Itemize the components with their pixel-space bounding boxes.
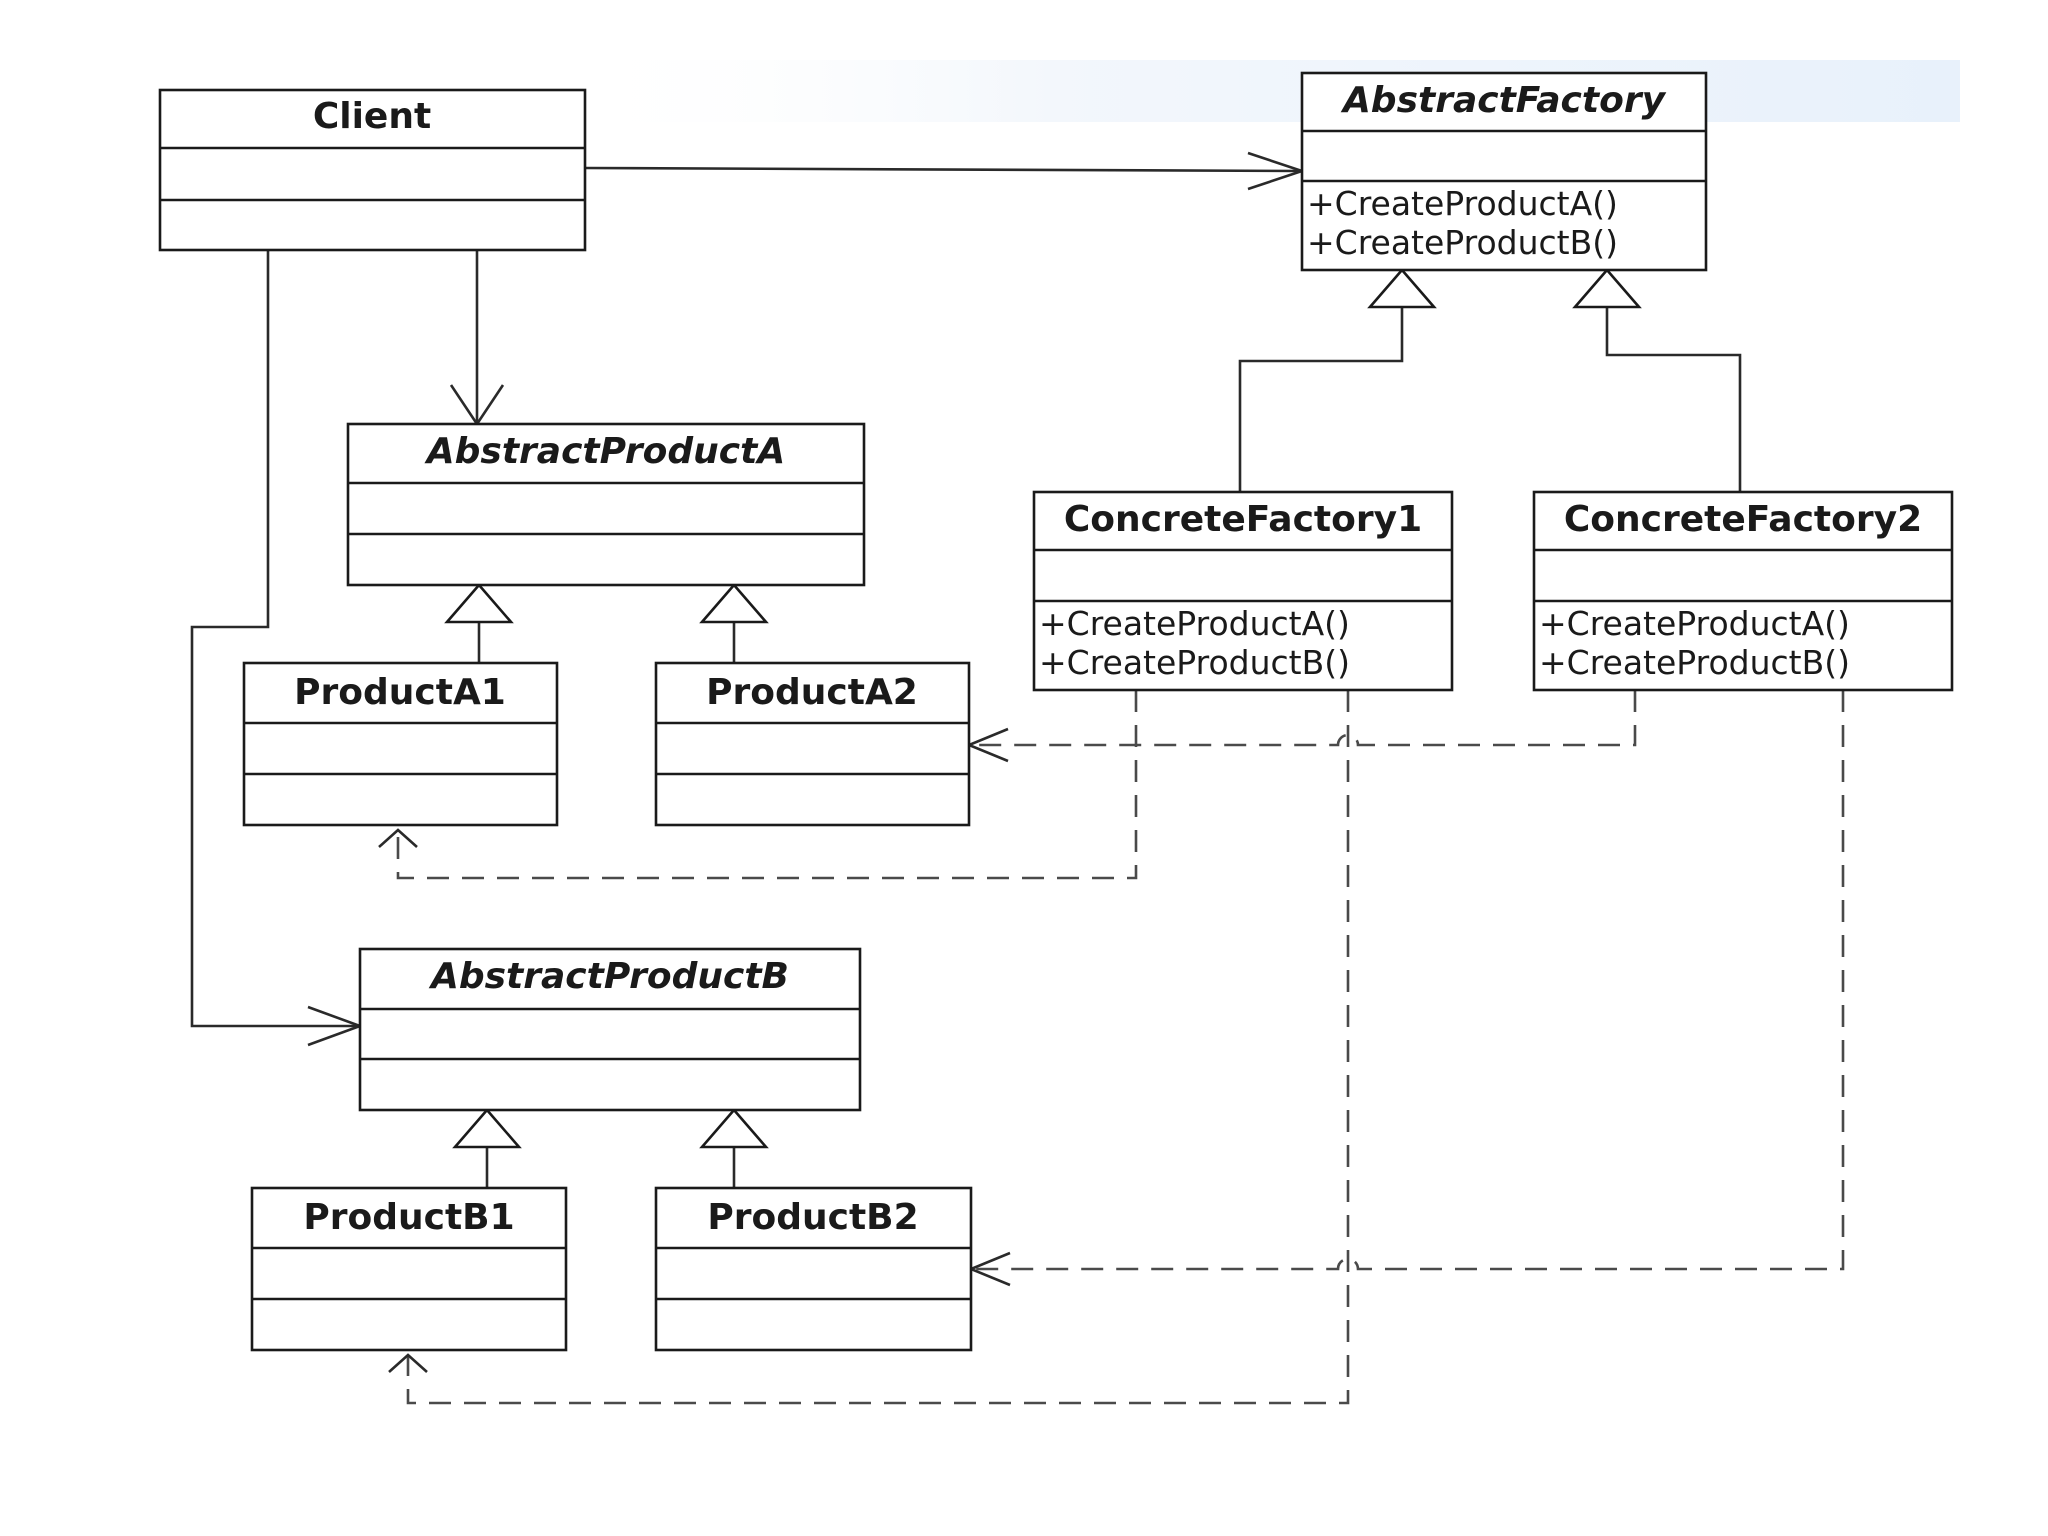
operation-create-product-b: +CreateProductB(): [1307, 223, 1618, 262]
class-abstract-product-b[interactable]: AbstractProductB: [358, 947, 862, 1112]
class-concrete-factory-1[interactable]: ConcreteFactory1 +CreateProductA() +Crea…: [1032, 490, 1454, 692]
class-name: ProductA2: [706, 672, 918, 713]
operation-create-product-b: +CreateProductB(): [1039, 643, 1350, 682]
class-name: AbstractProductB: [428, 956, 789, 997]
dependency-cf1-productb1: [406, 690, 1350, 1405]
operation-create-product-a: +CreateProductA(): [1307, 184, 1618, 223]
class-product-a2[interactable]: ProductA2: [654, 661, 971, 827]
generalization-cf2-abstractfactory: [1605, 307, 1742, 492]
arrowhead-productb1: [388, 1353, 428, 1373]
generalization-triangle-cf1: [1367, 268, 1437, 309]
operation-create-product-a: +CreateProductA(): [1039, 604, 1350, 643]
class-name: AbstractFactory: [1340, 80, 1667, 121]
class-concrete-factory-2[interactable]: ConcreteFactory2 +CreateProductA() +Crea…: [1532, 490, 1954, 692]
dependency-cf2-productb2: [971, 690, 1845, 1271]
class-product-a1[interactable]: ProductA1: [242, 661, 559, 827]
class-name: ProductB1: [303, 1197, 514, 1238]
dependency-cf1-producta1: [396, 690, 1138, 880]
class-product-b2[interactable]: ProductB2: [654, 1186, 973, 1352]
class-name: ConcreteFactory1: [1064, 499, 1422, 540]
class-abstract-factory[interactable]: AbstractFactory +CreateProductA() +Creat…: [1300, 71, 1708, 272]
arrowhead-producta1: [378, 828, 418, 848]
generalization-triangle-cf2: [1572, 268, 1642, 309]
class-name: Client: [313, 96, 431, 137]
relations: [190, 151, 1845, 1405]
class-name: ProductA1: [294, 672, 506, 713]
class-name: AbstractProductA: [424, 431, 785, 472]
class-name: ConcreteFactory2: [1564, 499, 1922, 540]
operation-create-product-b: +CreateProductB(): [1539, 643, 1850, 682]
association-client-abstractproductb: [190, 250, 360, 1028]
generalization-triangle-producta1: [444, 583, 514, 624]
header-band: [560, 60, 1960, 122]
generalization-triangle-producta2: [699, 583, 769, 624]
class-name: ProductB2: [707, 1197, 918, 1238]
generalization-triangle-productb1: [452, 1108, 522, 1149]
class-client[interactable]: Client: [158, 88, 587, 252]
generalization-cf1-abstractfactory: [1238, 307, 1404, 492]
class-abstract-product-a[interactable]: AbstractProductA: [346, 422, 866, 587]
generalization-triangle-productb2: [699, 1108, 769, 1149]
operation-create-product-a: +CreateProductA(): [1539, 604, 1850, 643]
association-client-abstractfactory: [584, 166, 1303, 173]
dependency-cf2-producta2: [969, 690, 1637, 747]
class-product-b1[interactable]: ProductB1: [250, 1186, 568, 1352]
